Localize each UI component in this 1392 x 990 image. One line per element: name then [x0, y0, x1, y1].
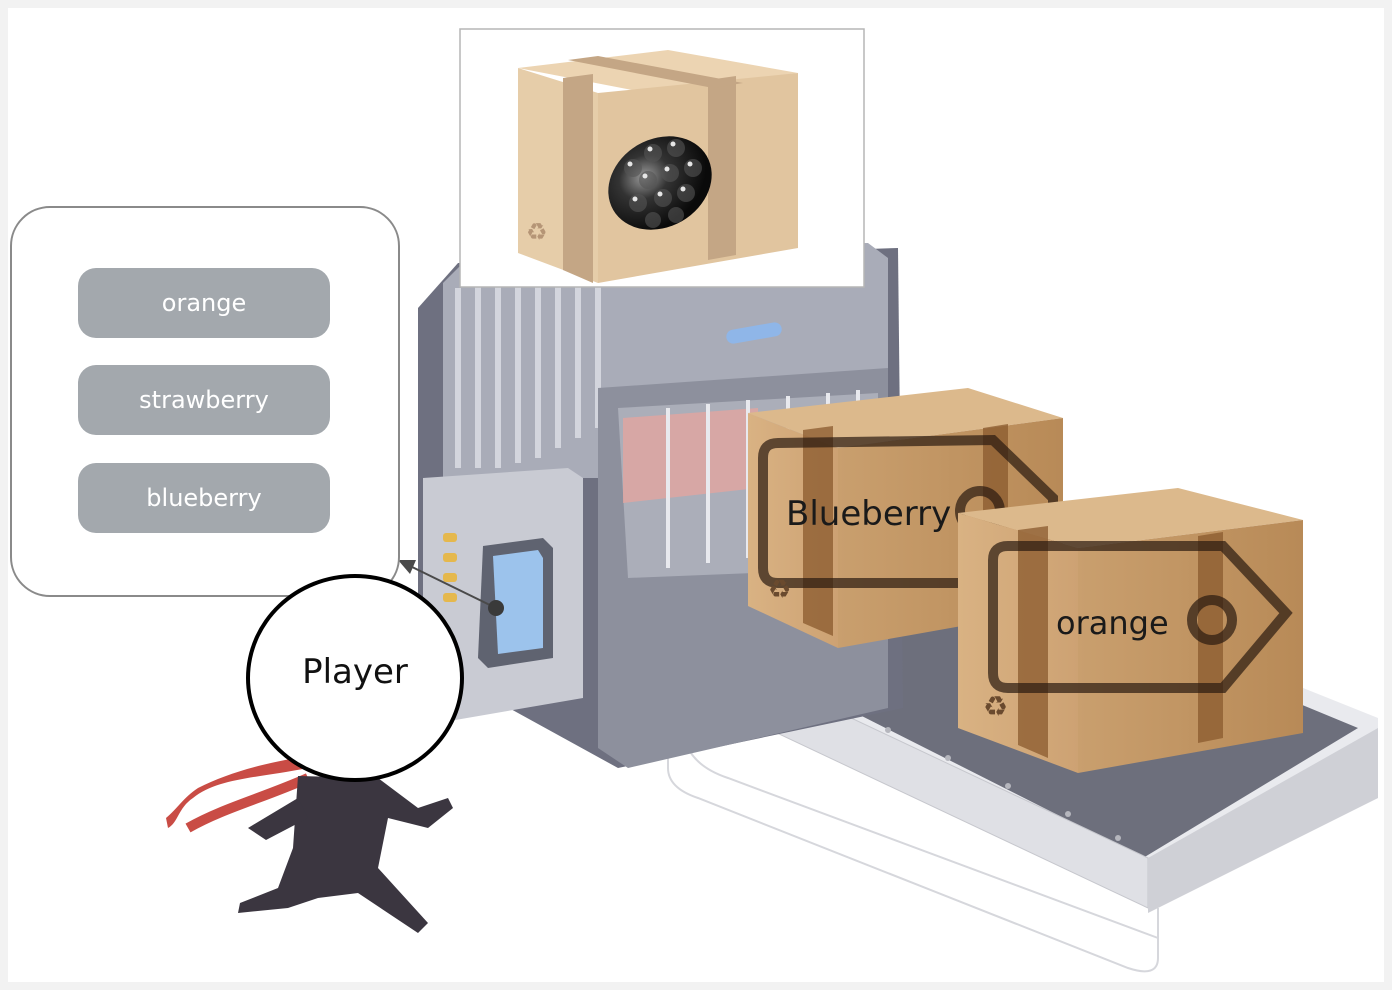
option-orange-button[interactable]: orange [78, 268, 330, 338]
recycle-icon: ♻ [983, 691, 1008, 722]
option-strawberry-button[interactable]: strawberry [78, 365, 330, 435]
box-orange: ♻ [958, 488, 1303, 773]
tag-icon [988, 541, 1293, 693]
box-tag-label-orange: orange [1056, 604, 1169, 642]
recycle-icon: ♻ [526, 219, 548, 246]
blackberry-icon [608, 136, 712, 230]
diagram-canvas: ♻ ♻ ♻ [8, 8, 1384, 982]
recycle-icon: ♻ [768, 574, 791, 604]
option-blueberry-button[interactable]: blueberry [78, 463, 330, 533]
arrow-icon [398, 560, 504, 616]
player-label: Player [302, 652, 408, 692]
running-person-icon [166, 756, 453, 933]
scene-illustration: ♻ ♻ ♻ [166, 28, 1378, 973]
options-panel: orange strawberry blueberry [10, 206, 400, 597]
box-tag-label-blueberry: Blueberry [786, 494, 952, 534]
mystery-box-image: ♻ [459, 28, 865, 288]
tag-icon [758, 434, 1058, 588]
player-node: Player [246, 574, 464, 782]
